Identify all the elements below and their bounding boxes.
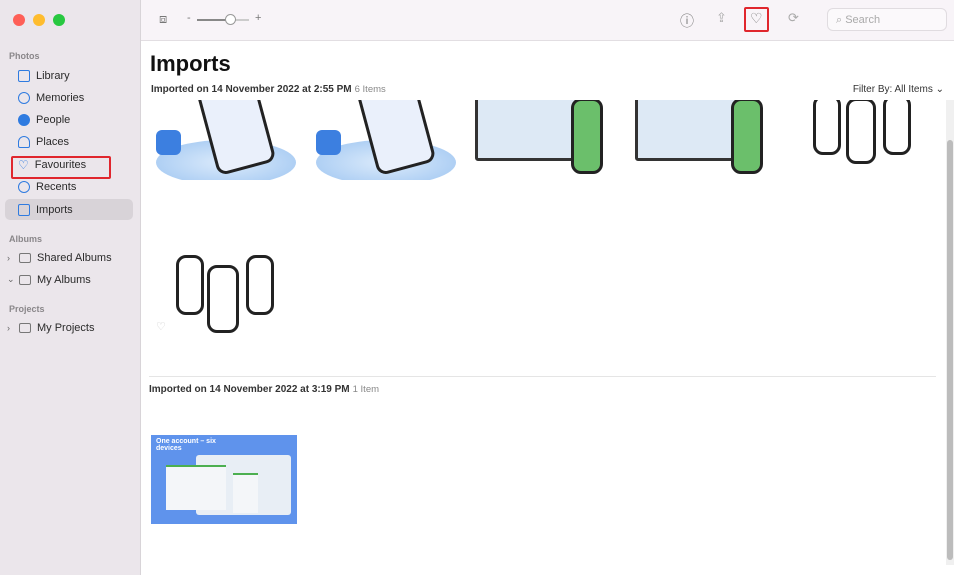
sidebar: Photos Library Memories People Places ♡ F… — [0, 0, 141, 575]
photo-thumbnail[interactable] — [631, 100, 779, 180]
search-icon: ⌕ — [836, 14, 846, 26]
filter-label: Filter By: All Items — [852, 84, 933, 95]
close-button[interactable] — [13, 14, 25, 26]
zoom-button[interactable] — [53, 14, 65, 26]
scrollbar-thumb[interactable] — [947, 140, 953, 560]
heart-icon[interactable]: ♡ — [750, 10, 763, 26]
sidebar-item-imports[interactable]: Imports — [5, 199, 133, 220]
import-icon — [18, 203, 30, 216]
toolbar: ⧈ - + ⓘ ⇪ ♡ ⟳ ⌕ Search — [141, 0, 954, 41]
sidebar-item-label: Imports — [36, 203, 73, 216]
search-input[interactable]: ⌕ Search — [827, 8, 947, 31]
sidebar-item-people[interactable]: People — [5, 109, 133, 130]
sidebar-item-label: Places — [36, 135, 70, 148]
library-icon — [18, 69, 30, 82]
sidebar-item-label: People — [36, 113, 71, 126]
favourite-button-highlight — [744, 7, 769, 32]
sidebar-item-favourites[interactable]: ♡ Favourites — [5, 154, 133, 175]
item-count: 1 Item — [352, 384, 380, 395]
section-photos: Photos — [9, 51, 40, 61]
shared-album-icon — [19, 252, 31, 263]
sidebar-item-recents[interactable]: Recents — [5, 176, 133, 197]
chevron-down-icon[interactable]: ⌄ — [7, 274, 15, 284]
photo-thumbnail[interactable] — [151, 100, 299, 180]
sidebar-item-library[interactable]: Library — [5, 65, 133, 86]
thumbnail-caption: One account – six devices — [156, 438, 216, 452]
scrollbar[interactable] — [946, 100, 954, 565]
group-divider — [149, 376, 936, 377]
favourite-heart-icon[interactable]: ♡ — [156, 321, 166, 333]
rotate-icon[interactable]: ⟳ — [788, 10, 799, 25]
sidebar-item-my-projects[interactable]: › My Projects — [5, 317, 133, 338]
clock-icon — [18, 180, 30, 193]
item-count: 6 Items — [354, 84, 386, 95]
sidebar-item-label: My Projects — [37, 321, 95, 334]
memories-icon — [18, 91, 30, 104]
sidebar-item-label: Shared Albums — [37, 251, 112, 264]
photo-grid: Imports Imported on 14 November 2022 at … — [141, 41, 954, 575]
filter-dropdown[interactable]: Filter By: All Items ⌄ — [853, 84, 944, 95]
photo-thumbnail[interactable] — [471, 100, 619, 180]
share-icon[interactable]: ⇪ — [716, 10, 727, 25]
window-controls — [13, 14, 65, 26]
photo-thumbnail[interactable] — [791, 100, 939, 180]
info-icon[interactable]: ⓘ — [680, 13, 694, 29]
minimize-button[interactable] — [33, 14, 45, 26]
sidebar-item-label: Recents — [36, 180, 77, 193]
search-placeholder: Search — [845, 14, 881, 26]
zoom-out-label: - — [187, 12, 191, 24]
sidebar-item-label: Library — [36, 69, 70, 82]
chevron-down-icon: ⌄ — [935, 84, 944, 95]
zoom-in-label: + — [255, 12, 262, 24]
sidebar-item-places[interactable]: Places — [5, 131, 133, 152]
sidebar-item-label: Favourites — [34, 158, 87, 171]
heart-icon: ♡ — [18, 157, 29, 172]
section-albums: Albums — [9, 234, 43, 244]
aspect-toggle-icon[interactable]: ⧈ — [159, 11, 168, 26]
photo-thumbnail[interactable]: ♡ — [151, 240, 299, 336]
chevron-right-icon[interactable]: › — [7, 322, 10, 333]
zoom-slider-knob[interactable] — [225, 14, 236, 25]
sidebar-item-label: My Albums — [37, 273, 91, 286]
people-icon — [18, 113, 30, 126]
favourites-highlight — [11, 156, 111, 179]
places-icon — [18, 135, 30, 148]
photo-thumbnail[interactable]: One account – six devices — [151, 435, 297, 524]
project-icon — [19, 322, 31, 333]
sidebar-item-label: Memories — [36, 91, 85, 104]
photo-thumbnail[interactable] — [311, 100, 459, 180]
section-projects: Projects — [9, 304, 45, 314]
chevron-right-icon[interactable]: › — [7, 252, 10, 263]
sidebar-item-memories[interactable]: Memories — [5, 87, 133, 108]
sidebar-item-my-albums[interactable]: ⌄ My Albums — [5, 269, 133, 290]
album-icon — [19, 274, 31, 285]
sidebar-item-shared-albums[interactable]: › Shared Albums — [5, 247, 133, 268]
page-title: Imports — [150, 51, 231, 76]
zoom-slider[interactable] — [197, 14, 249, 25]
